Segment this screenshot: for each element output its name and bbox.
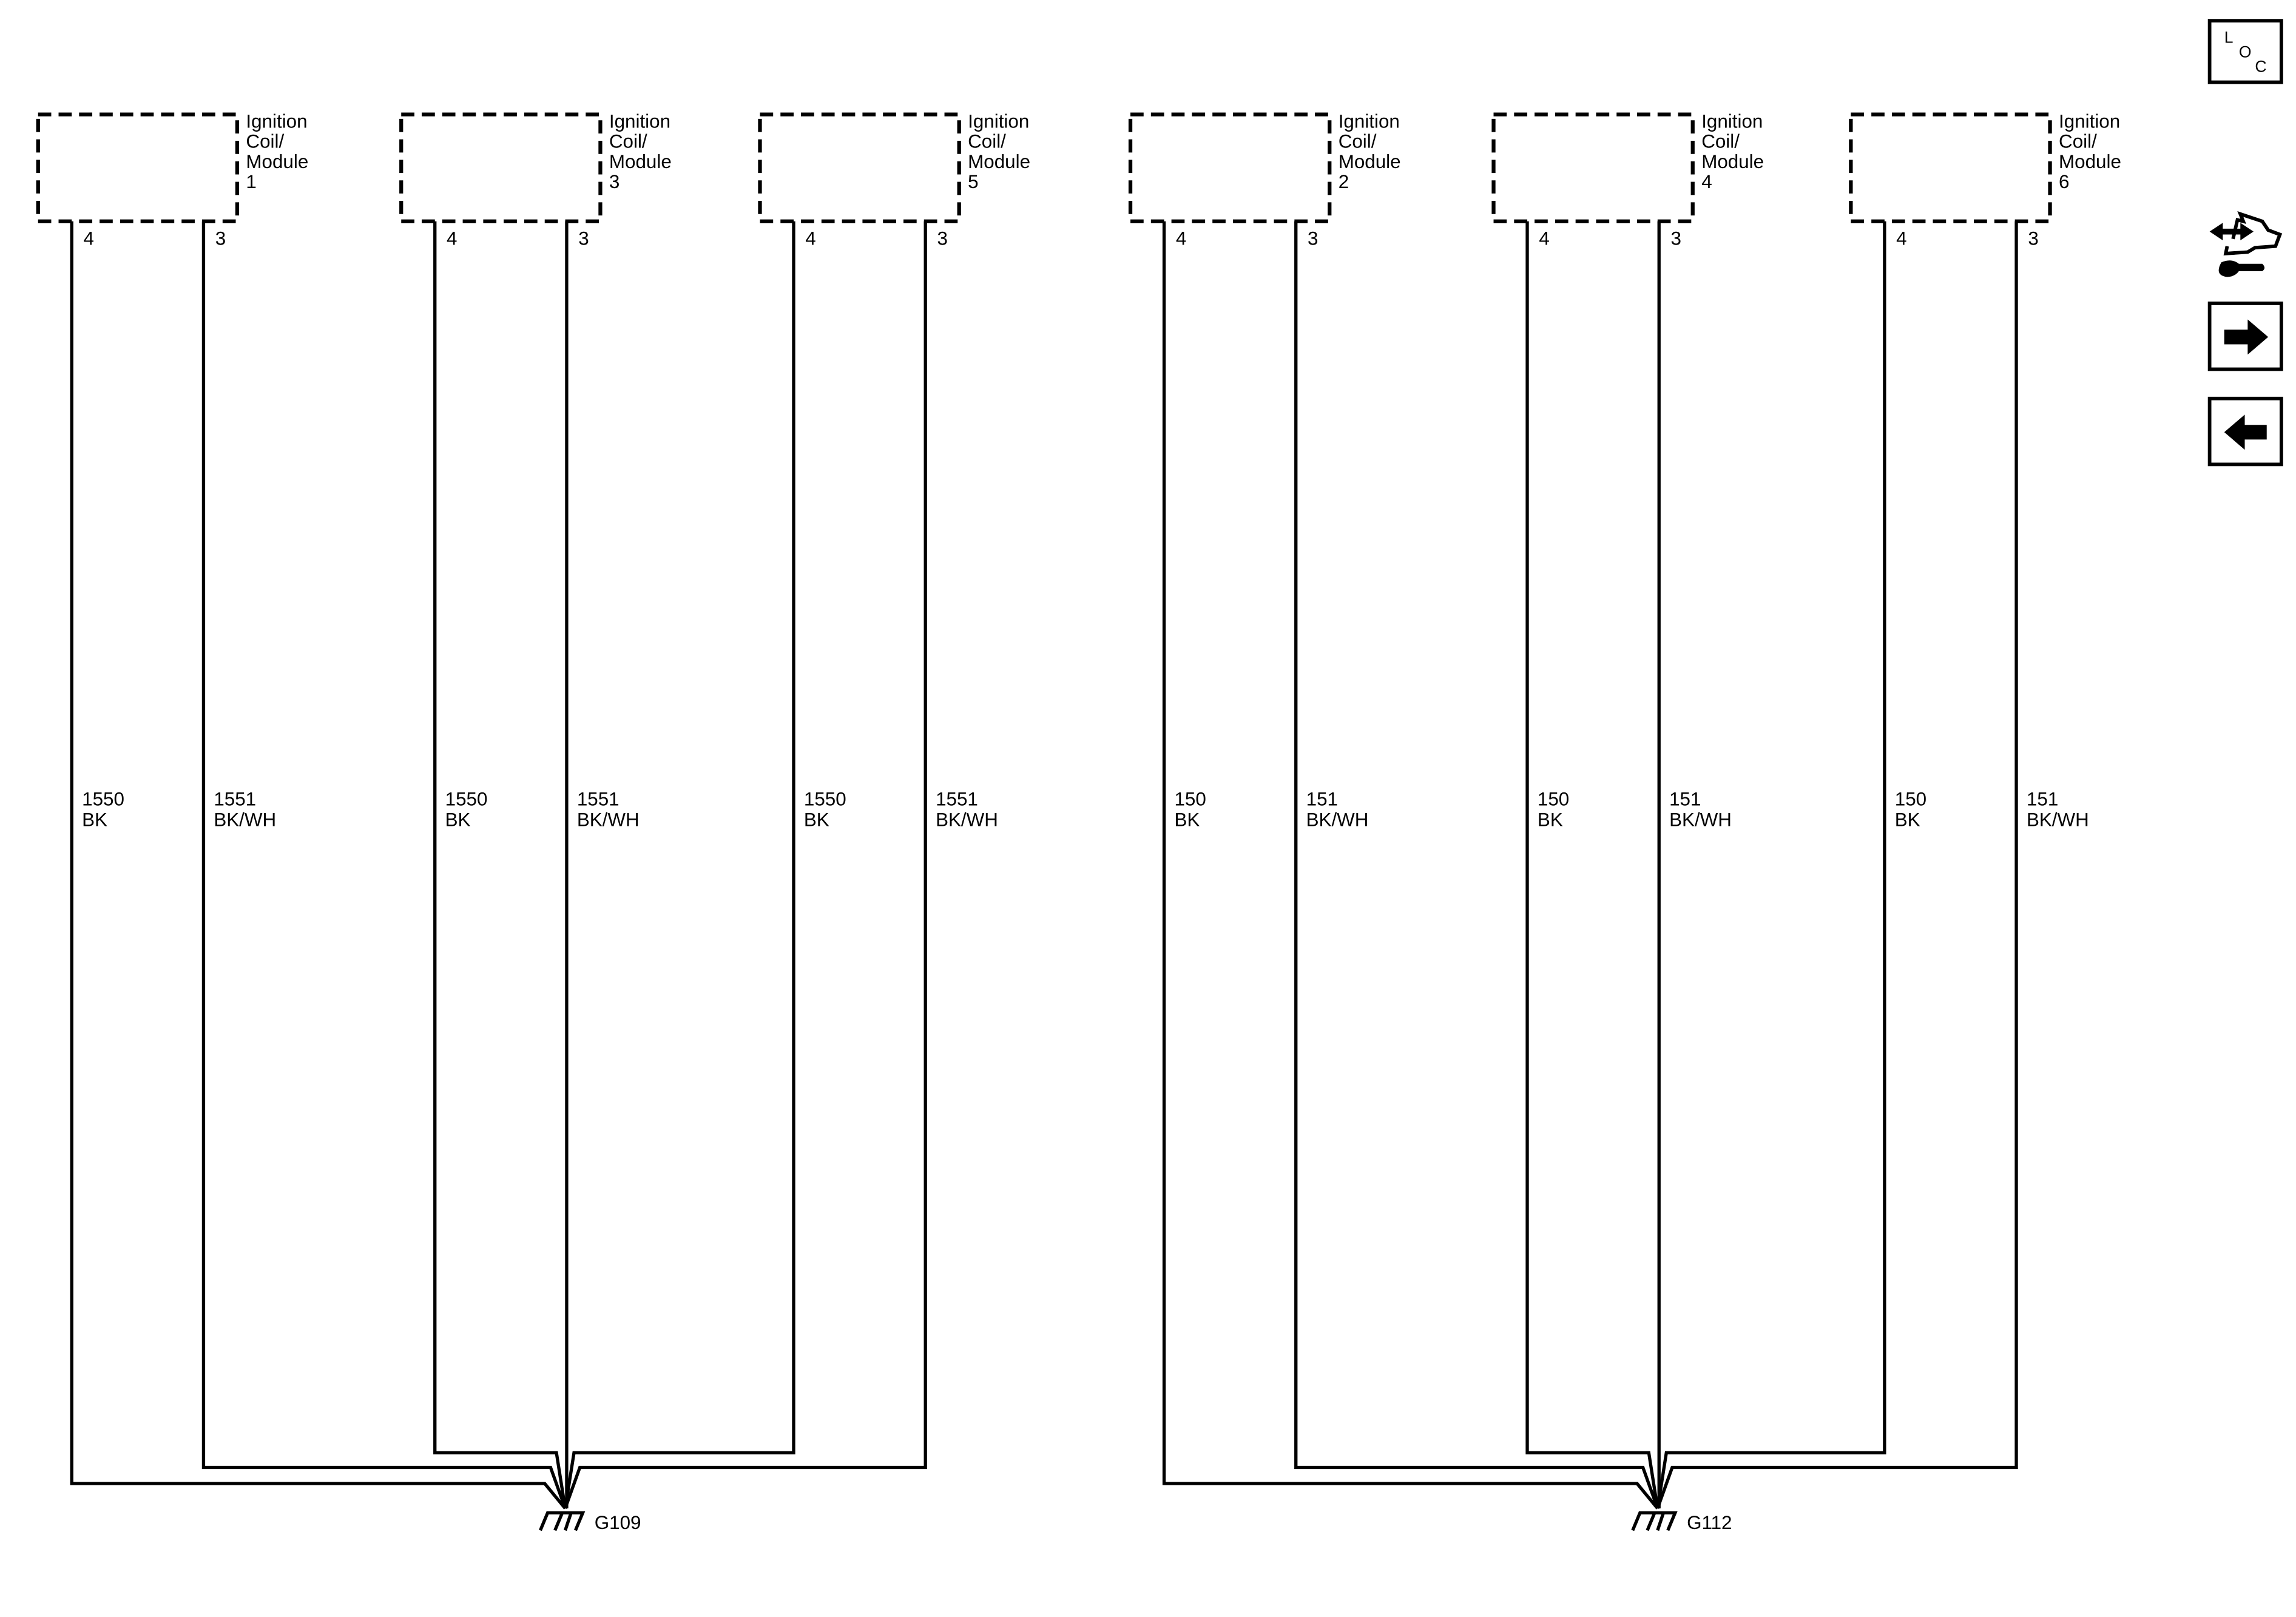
module-box[interactable] bbox=[1491, 112, 1695, 223]
circuit-number: 151 bbox=[2027, 789, 2058, 810]
pin-number: 3 bbox=[578, 228, 589, 249]
wire-circuit-1551[interactable] bbox=[201, 221, 567, 1509]
circuit-number: 1550 bbox=[82, 789, 124, 810]
next-page-button[interactable] bbox=[2207, 302, 2283, 371]
circuit-number: 150 bbox=[1895, 789, 1926, 810]
wire-circuit-150[interactable] bbox=[1525, 221, 1660, 1509]
wire-circuit-151[interactable] bbox=[1656, 221, 2018, 1509]
wire-color: BK/WH bbox=[577, 809, 640, 830]
loc-letter-c: C bbox=[2255, 58, 2266, 76]
pin-number: 4 bbox=[447, 228, 457, 249]
wire-color: BK/WH bbox=[214, 809, 276, 830]
pin-number: 3 bbox=[2028, 228, 2038, 249]
circuit-number: 150 bbox=[1538, 789, 1569, 810]
circuit-number: 151 bbox=[1669, 789, 1701, 810]
wire-color: BK bbox=[1895, 809, 1920, 830]
circuit-number: 1550 bbox=[804, 789, 846, 810]
wire-circuit-150[interactable] bbox=[1162, 221, 1659, 1510]
wire-color: BK bbox=[1174, 809, 1200, 830]
pin-number: 3 bbox=[1671, 228, 1681, 249]
loc-letter-o: O bbox=[2239, 42, 2252, 61]
circuit-number: 1551 bbox=[577, 789, 620, 810]
wire-color: BK bbox=[445, 809, 471, 830]
arrow-right-icon bbox=[2224, 319, 2269, 355]
loc-letter-l: L bbox=[2224, 28, 2234, 46]
wire-circuit-1550[interactable] bbox=[70, 221, 567, 1510]
wire-circuit-151[interactable] bbox=[1294, 221, 1660, 1509]
ground-G112[interactable]: G112 bbox=[1631, 1511, 1732, 1533]
wire-color: BK/WH bbox=[2027, 809, 2089, 830]
previous-page-button[interactable] bbox=[2207, 396, 2283, 467]
arrow-left-icon bbox=[2224, 414, 2267, 450]
wire-color: BK/WH bbox=[1306, 809, 1369, 830]
wire-color: BK/WH bbox=[936, 809, 998, 830]
ground-G109[interactable]: G109 bbox=[539, 1511, 641, 1533]
pin-number: 3 bbox=[1308, 228, 1318, 249]
pin-number: 4 bbox=[1539, 228, 1549, 249]
loc-button[interactable]: L O C bbox=[2207, 19, 2283, 84]
circuit-number: 1551 bbox=[214, 789, 256, 810]
module-box[interactable] bbox=[399, 112, 603, 223]
pin-number: 4 bbox=[84, 228, 94, 249]
pin-number: 4 bbox=[805, 228, 815, 249]
module-box[interactable] bbox=[36, 112, 240, 223]
wire-circuit-1550[interactable] bbox=[433, 221, 567, 1509]
module-box[interactable] bbox=[1128, 112, 1332, 223]
wire-circuit-150[interactable] bbox=[1656, 221, 1886, 1509]
pin-number: 3 bbox=[215, 228, 226, 249]
wire-color: BK/WH bbox=[1669, 809, 1732, 830]
pin-number: 4 bbox=[1896, 228, 1906, 249]
wire-color: BK bbox=[1538, 809, 1563, 830]
wire-circuit-1551[interactable] bbox=[564, 221, 927, 1509]
wire-color: BK bbox=[82, 809, 107, 830]
pin-number: 4 bbox=[1176, 228, 1186, 249]
wire-circuit-1550[interactable] bbox=[563, 221, 795, 1509]
pin-number: 3 bbox=[937, 228, 947, 249]
ground-label: G109 bbox=[595, 1512, 641, 1533]
component-views-icon[interactable] bbox=[2209, 211, 2283, 277]
circuit-number: 150 bbox=[1174, 789, 1206, 810]
module-box[interactable] bbox=[758, 112, 961, 223]
circuit-number: 1550 bbox=[445, 789, 488, 810]
circuit-number: 151 bbox=[1306, 789, 1338, 810]
ground-label: G112 bbox=[1687, 1512, 1732, 1533]
circuit-number: 1551 bbox=[936, 789, 978, 810]
module-box[interactable] bbox=[1849, 112, 2052, 223]
wire-color: BK bbox=[804, 809, 829, 830]
